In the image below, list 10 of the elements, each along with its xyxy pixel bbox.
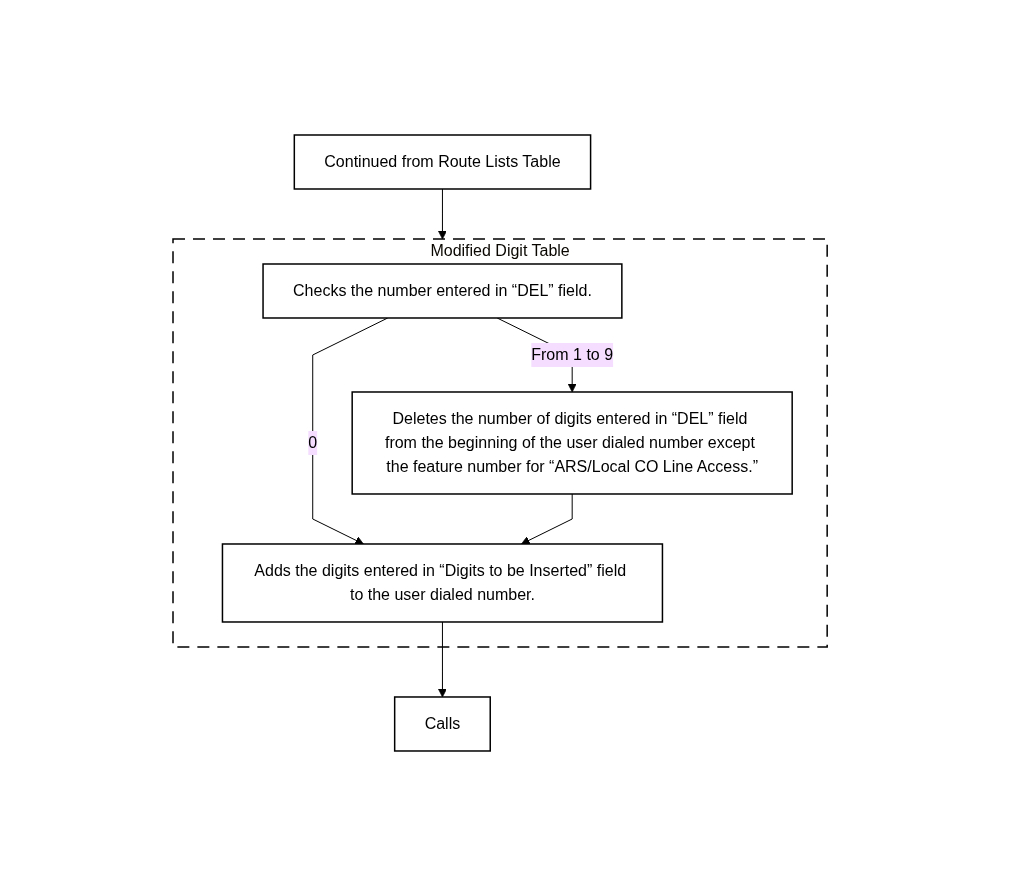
arrow [521,493,573,545]
node-box: Calls [393,696,491,752]
node-box: Adds the digits entered in “Digits to be Inserted” field to the user dialed number. [221,543,664,623]
node-box: Checks the number entered in “DEL” field. [262,263,623,319]
node-box: Continued from Route Lists Table [293,134,592,190]
node-box: Deletes the number of digits entered in “DEL” field from the beginning of the user dialed number except the feature number for “ARS/Local CO Line Access.” [351,391,793,495]
edge-label: 0 [308,433,318,451]
edge-label: From 1 to 9 [531,345,613,363]
arrow [437,621,447,698]
arrow [437,188,447,240]
